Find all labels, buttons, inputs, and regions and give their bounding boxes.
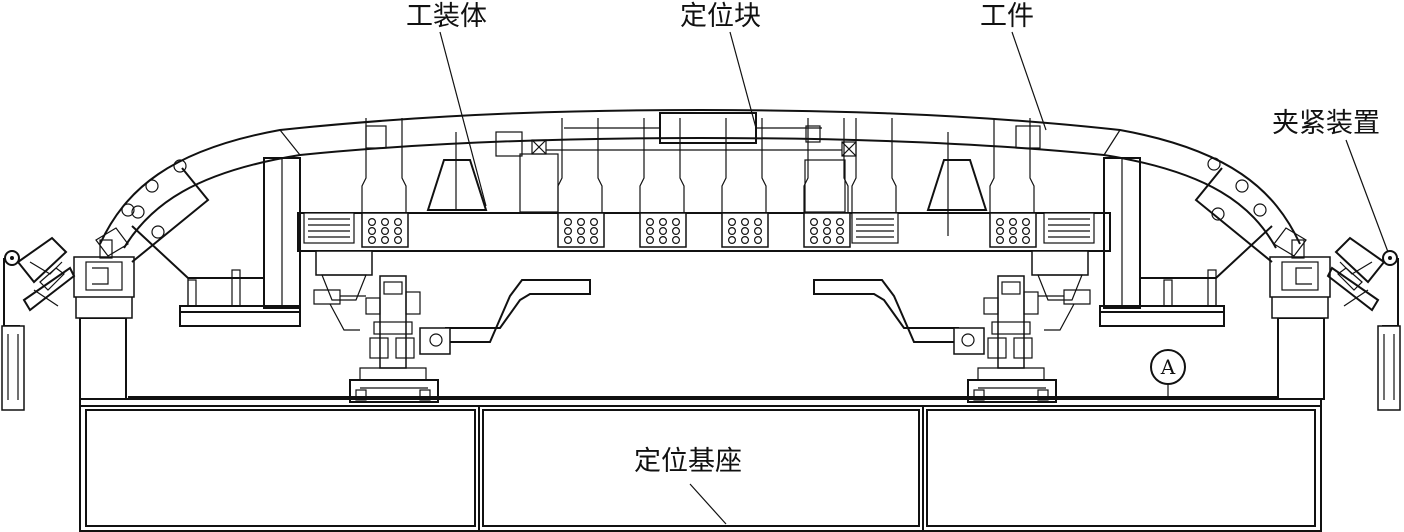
support-post-right xyxy=(1269,239,1331,400)
view-marker: A xyxy=(1150,349,1186,385)
clamp-arm-right xyxy=(813,275,1091,403)
clamping-device-left xyxy=(1,227,129,411)
view-marker-letter: A xyxy=(1160,355,1176,379)
label-locating-base: 定位基座 xyxy=(634,446,742,477)
label-clamping-device: 夹紧装置 xyxy=(1272,108,1380,139)
clamp-arm-left xyxy=(313,275,591,403)
tooling-body xyxy=(131,157,1273,327)
locating-fingers xyxy=(361,117,1035,219)
locating-base xyxy=(79,396,1322,532)
leader-lines xyxy=(439,31,1389,525)
label-locating-block: 定位块 xyxy=(680,1,761,32)
support-post-left xyxy=(73,239,135,400)
workpiece xyxy=(99,108,1301,263)
locating-cones xyxy=(426,132,988,236)
bolt-groups xyxy=(303,212,1095,248)
label-tooling-body: 工装体 xyxy=(406,1,487,32)
clamping-device-right xyxy=(1273,227,1401,411)
locating-block xyxy=(495,112,857,157)
label-workpiece: 工件 xyxy=(980,1,1034,32)
